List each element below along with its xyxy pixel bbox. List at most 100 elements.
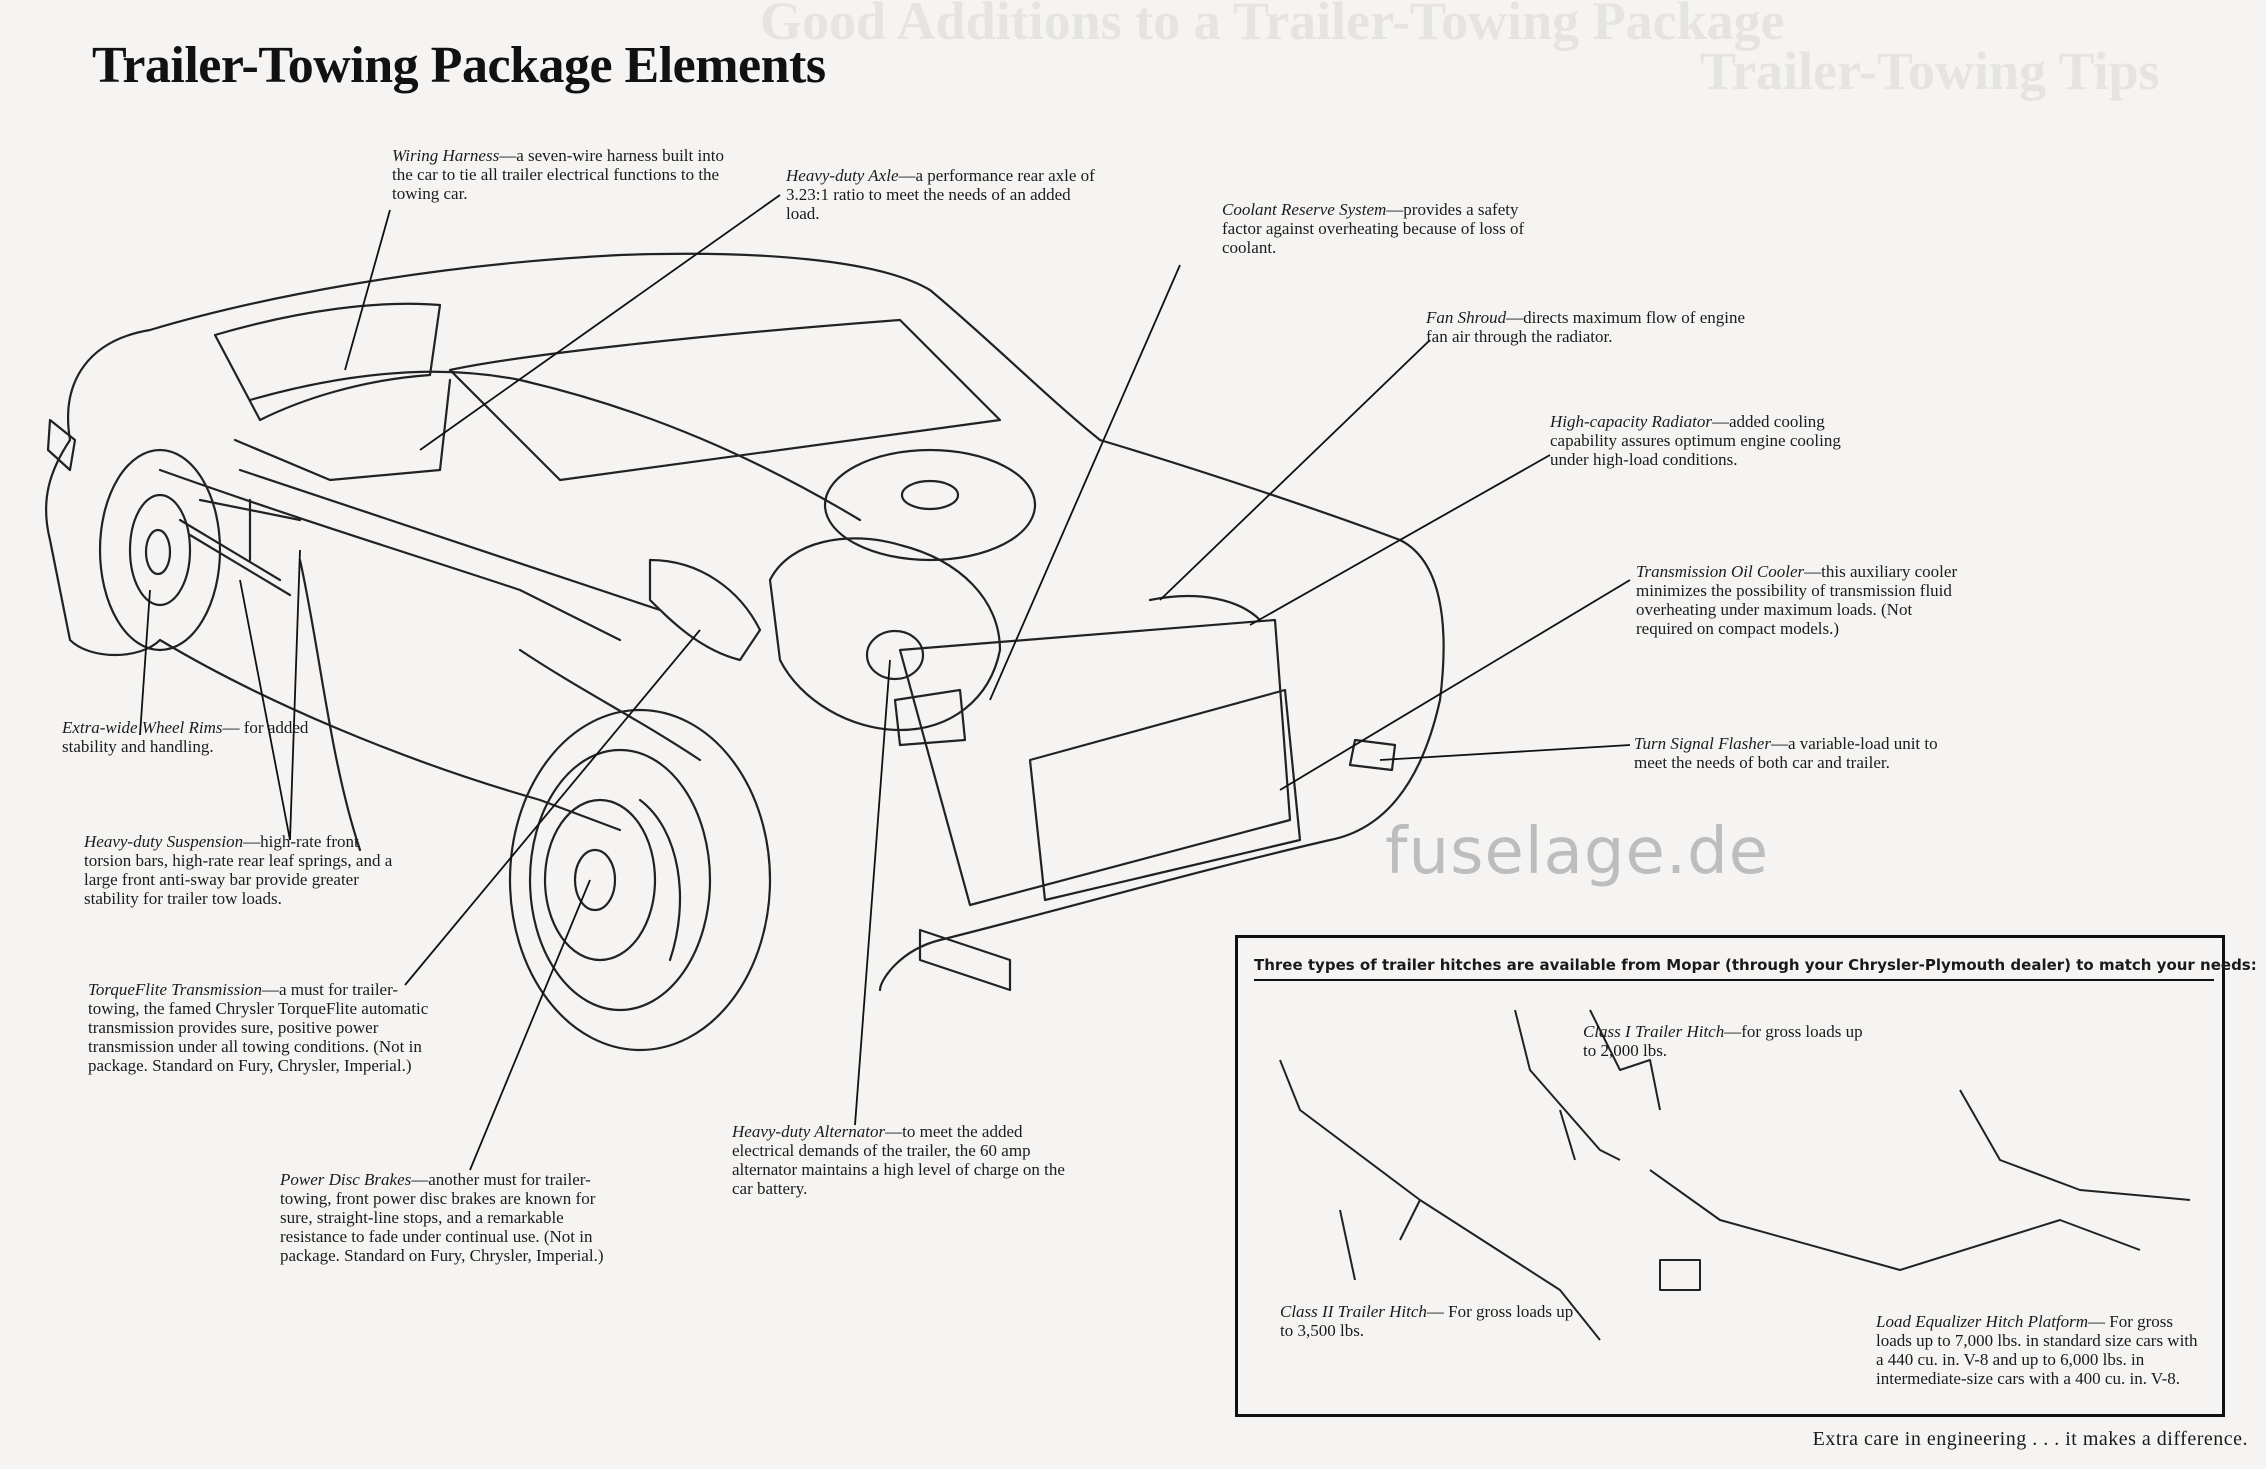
front-rim: [528, 748, 712, 1012]
bleed-through-heading-right: Trailer-Towing Tips: [1700, 41, 2160, 101]
rear-wheel-hub: [144, 528, 172, 576]
callout-radiator: High-capacity Radiator—added cooling cap…: [1550, 412, 1870, 469]
class1-hitch-caption: Class I Trailer Hitch—for gross loads up…: [1583, 1022, 1873, 1060]
callout-alternator: Heavy-duty Alternator—to meet the added …: [732, 1122, 1077, 1198]
rear-axle: [198, 498, 302, 562]
alternator: [865, 629, 925, 681]
callout-text: —a must for trailer-towing, the famed Ch…: [88, 980, 429, 1075]
equalizer-hitch-drawing: [1649, 1089, 2191, 1291]
leader-brakes: [469, 879, 591, 1171]
engine-block: [768, 537, 1002, 732]
callout-suspension: Heavy-duty Suspension—high-rate front to…: [84, 832, 409, 908]
callout-coolant-reserve: Coolant Reserve System—provides a safety…: [1222, 200, 1552, 257]
leader-alternator: [854, 659, 891, 1126]
car-body-side: [158, 468, 622, 642]
callout-title: Fan Shroud: [1426, 308, 1507, 327]
callout-text: —another must for trailer-towing, front …: [280, 1170, 604, 1265]
hitch-text: —for gross loads up to 2,000 lbs.: [1583, 1022, 1863, 1060]
leader-fan: [1159, 339, 1431, 601]
equalizer-hitch-caption: Load Equalizer Hitch Platform— For gross…: [1876, 1312, 2206, 1388]
rear-window: [213, 302, 442, 422]
hitch-text: — For gross loads up to 3,500 lbs.: [1280, 1302, 1574, 1340]
callout-fan-shroud: Fan Shroud—directs maximum flow of engin…: [1426, 308, 1766, 346]
footer-tagline: Extra care in engineering . . . it makes…: [1812, 1428, 2248, 1450]
callout-title: Turn Signal Flasher: [1634, 734, 1771, 753]
callout-text: —this auxiliary cooler minimizes the pos…: [1636, 562, 1958, 638]
rear-wheel: [98, 448, 222, 652]
brake-disc: [543, 798, 657, 962]
watermark: fuselage.de: [1385, 815, 1770, 889]
rear-wheel-rim: [128, 493, 192, 607]
callout-text: — for added stability and handling.: [62, 718, 309, 756]
leader-rims: [139, 589, 151, 736]
air-cleaner: [823, 448, 1037, 562]
leader-coolant: [989, 264, 1181, 701]
air-cleaner-lid: [900, 479, 960, 511]
hood-edge: [1098, 438, 1445, 702]
wiring-harness: [248, 370, 862, 522]
car-rear-body: [44, 438, 162, 656]
car-door-line: [298, 558, 362, 852]
hitch-title: Load Equalizer Hitch Platform: [1876, 1312, 2089, 1331]
callout-text: —a variable-load unit to meet the needs …: [1634, 734, 1938, 772]
callout-disc-brakes: Power Disc Brakes—another must for trail…: [280, 1170, 620, 1265]
callout-title: TorqueFlite Transmission: [88, 980, 262, 999]
callout-turn-signal-flasher: Turn Signal Flasher—a variable-load unit…: [1634, 734, 1969, 772]
suspension-springs: [178, 518, 292, 597]
leader-lines: [139, 194, 1631, 1171]
tail-light: [46, 418, 77, 472]
leader-suspension: [239, 579, 291, 841]
car-lower-side: [158, 638, 622, 832]
bleed-through-heading: Good Additions to a Trailer-Towing Packa…: [760, 0, 1785, 51]
callout-title: Coolant Reserve System: [1222, 200, 1387, 219]
callout-wheel-rims: Extra-wide Wheel Rims— for added stabili…: [62, 718, 312, 756]
hitch-title: Class I Trailer Hitch: [1583, 1022, 1725, 1041]
leader-oilcooler: [1279, 579, 1631, 791]
coolant-reserve-tank: [893, 688, 967, 747]
callout-text: —added cooling capability assures optimu…: [1550, 412, 1841, 469]
flasher-lead: [518, 648, 702, 762]
trailer-hitch-box: Three types of trailer hitches are avail…: [1235, 935, 2257, 1417]
hitch-illustrations: [1279, 1009, 2191, 1341]
class2-hitch-drawing: [1279, 1059, 1601, 1341]
class2-hitch-caption: Class II Trailer Hitch— For gross loads …: [1280, 1302, 1580, 1340]
leader-radiator: [1249, 454, 1551, 626]
callout-title: Wiring Harness: [392, 146, 500, 165]
callout-text: —a seven-wire harness built into the car…: [392, 146, 724, 203]
callout-title: High-capacity Radiator: [1550, 412, 1712, 431]
callout-text: —high-rate front torsion bars, high-rate…: [84, 832, 393, 908]
front-fender: [878, 698, 1442, 992]
callout-text: —a performance rear axle of 3.23:1 ratio…: [786, 166, 1095, 223]
driveshaft: [238, 468, 662, 612]
callout-heavy-duty-axle: Heavy-duty Axle—a performance rear axle …: [786, 166, 1106, 223]
fan-shroud: [1148, 594, 1262, 622]
class1-hitch-drawing: [1514, 1009, 1661, 1161]
car-roof-outline: [67, 252, 1102, 442]
leader-flasher: [1379, 744, 1631, 761]
front-bumper: [918, 928, 1012, 992]
callout-text: —provides a safety factor against overhe…: [1222, 200, 1525, 257]
leader-wiring: [344, 209, 391, 371]
transmission-housing: [648, 558, 762, 662]
callout-text: —directs maximum flow of engine fan air …: [1426, 308, 1746, 346]
brake-caliper: [638, 798, 682, 962]
windshield: [448, 318, 1002, 482]
hitch-box-header: Three types of trailer hitches are avail…: [1254, 956, 2257, 981]
callout-title: Heavy-duty Alternator: [732, 1122, 886, 1141]
callout-wiring-harness: Wiring Harness—a seven-wire harness buil…: [392, 146, 737, 203]
page-title: Trailer-Towing Package Elements: [92, 37, 826, 94]
side-window: [233, 378, 452, 482]
callout-title: Power Disc Brakes: [280, 1170, 412, 1189]
callout-title: Heavy-duty Suspension: [84, 832, 244, 851]
leader-transmission: [404, 629, 701, 986]
callout-oil-cooler: Transmission Oil Cooler—this auxiliary c…: [1636, 562, 1971, 638]
hitch-text: — For gross loads up to 7,000 lbs. in st…: [1876, 1312, 2198, 1388]
front-tire: [508, 708, 772, 1052]
callout-title: Transmission Oil Cooler: [1636, 562, 1805, 581]
brake-hub: [573, 848, 617, 912]
hitch-title: Class II Trailer Hitch: [1280, 1302, 1427, 1321]
radiator-core: [898, 618, 1292, 907]
callout-torqueflite: TorqueFlite Transmission—a must for trai…: [88, 980, 433, 1075]
callout-text: —to meet the added electrical demands of…: [732, 1122, 1065, 1198]
